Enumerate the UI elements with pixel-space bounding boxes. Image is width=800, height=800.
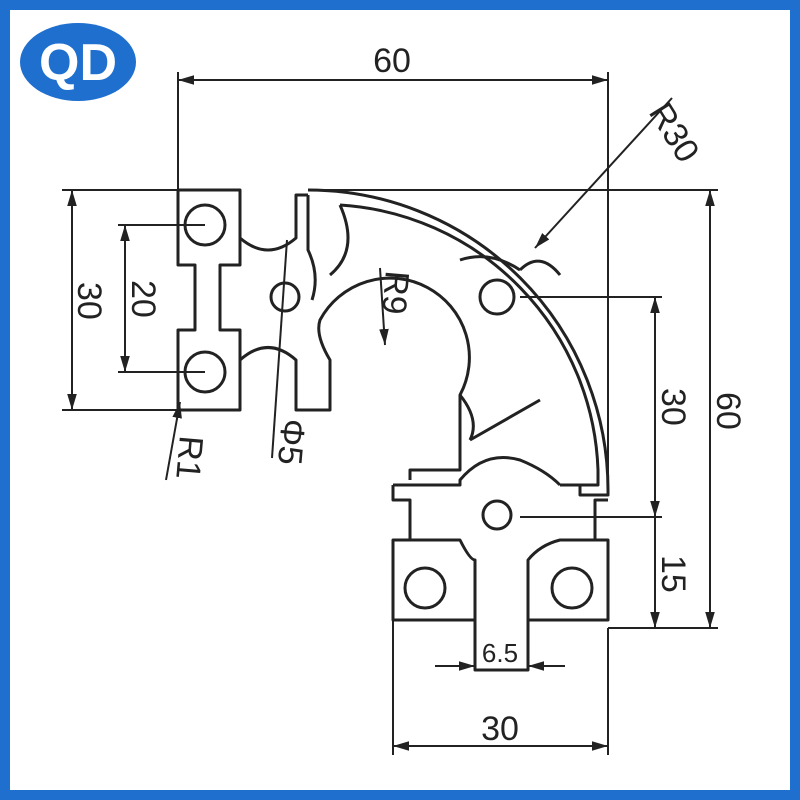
dimension-6-5: 6.5: [435, 638, 565, 671]
dim-right-height: 60: [709, 392, 747, 430]
hole-bottom-left: [403, 566, 447, 610]
dim-slot-width: 6.5: [482, 638, 518, 668]
dimension-left-30: 30: [62, 189, 178, 411]
profile-left-arm: [176, 188, 332, 412]
dim-bottom-offset: 15: [654, 555, 692, 593]
qd-logo: QD: [20, 23, 136, 101]
hole-bottom-right: [550, 566, 594, 610]
profile-inner-webs: [306, 195, 562, 442]
dimension-r30: R30: [534, 96, 706, 249]
dimension-20: 20: [118, 224, 205, 373]
hole-upper-right: [478, 278, 516, 316]
profile-outer-arc: [307, 188, 610, 497]
dimension-15: 15: [650, 517, 692, 628]
dimension-bottom-30: 30: [392, 620, 609, 755]
dim-hole-diameter: Φ5: [270, 417, 312, 466]
dimension-right-60: 60: [308, 189, 747, 629]
dimension-right-30: 30: [520, 296, 692, 518]
dim-hole-spacing-right: 30: [654, 388, 692, 426]
dim-bottom-width: 30: [481, 710, 519, 748]
dim-hole-spacing-left: 20: [124, 280, 162, 318]
dim-radius-outer: R30: [641, 96, 706, 169]
logo-text: QD: [39, 34, 117, 92]
profile-center-cavity: [317, 276, 471, 480]
logo-ellipse: [20, 23, 136, 101]
dimension-r1: R1: [165, 401, 210, 481]
hole-center-bottom: [481, 499, 513, 531]
aluminium-profile: [176, 188, 610, 672]
dimension-r9: R9: [374, 267, 416, 346]
hole-center-left: [269, 281, 301, 313]
dim-top-width: 60: [373, 42, 411, 80]
dim-radius-center: R9: [374, 269, 416, 316]
dim-left-height: 30: [70, 282, 108, 320]
dim-corner-radius: R1: [168, 434, 210, 481]
dimension-phi5: Φ5: [270, 239, 312, 466]
dimension-top-60: 60: [177, 42, 609, 495]
profile-bottom-arm: [391, 456, 610, 672]
